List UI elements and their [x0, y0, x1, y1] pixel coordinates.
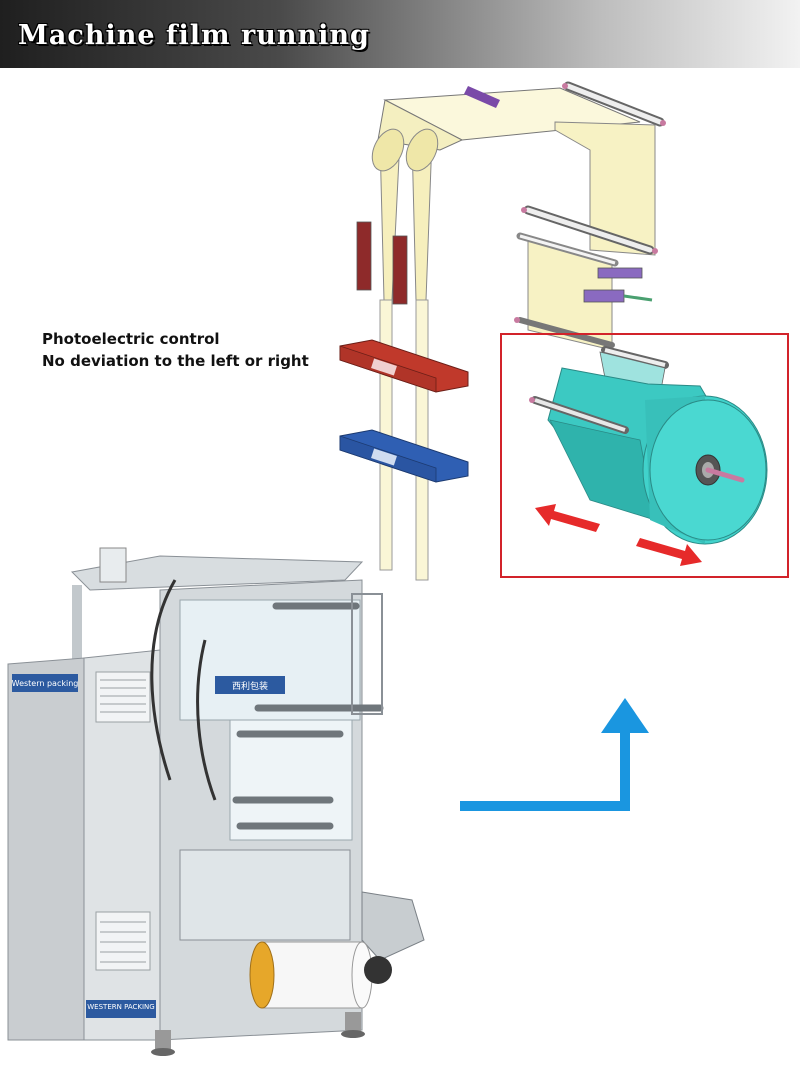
caption-line-deviation: No deviation to the left or right: [42, 352, 309, 370]
brand-logo: Western packing 西利包装 WESTERN PACKING: [12, 674, 285, 1018]
bent-arrow-up-icon: [460, 698, 649, 811]
brand-logo-sub: WESTERN PACKING: [87, 1003, 154, 1011]
packing-machine: Western packing 西利包装 WESTERN PACKING: [7, 547, 425, 1056]
page-title: Machine film running: [18, 20, 370, 51]
double-arrow-icon: [535, 504, 702, 566]
title-banner: Machine film running: [0, 0, 800, 68]
brand-logo-cn: 西利包装: [232, 680, 268, 692]
feature-caption: Photoelectric control No deviation to th…: [42, 328, 309, 372]
film-path-diagram: [339, 81, 666, 581]
film-roll: [529, 346, 768, 545]
highlight-box: [500, 333, 789, 578]
brand-logo-text: Western packing: [12, 679, 79, 688]
caption-line-photoelectric: Photoelectric control: [42, 330, 220, 348]
